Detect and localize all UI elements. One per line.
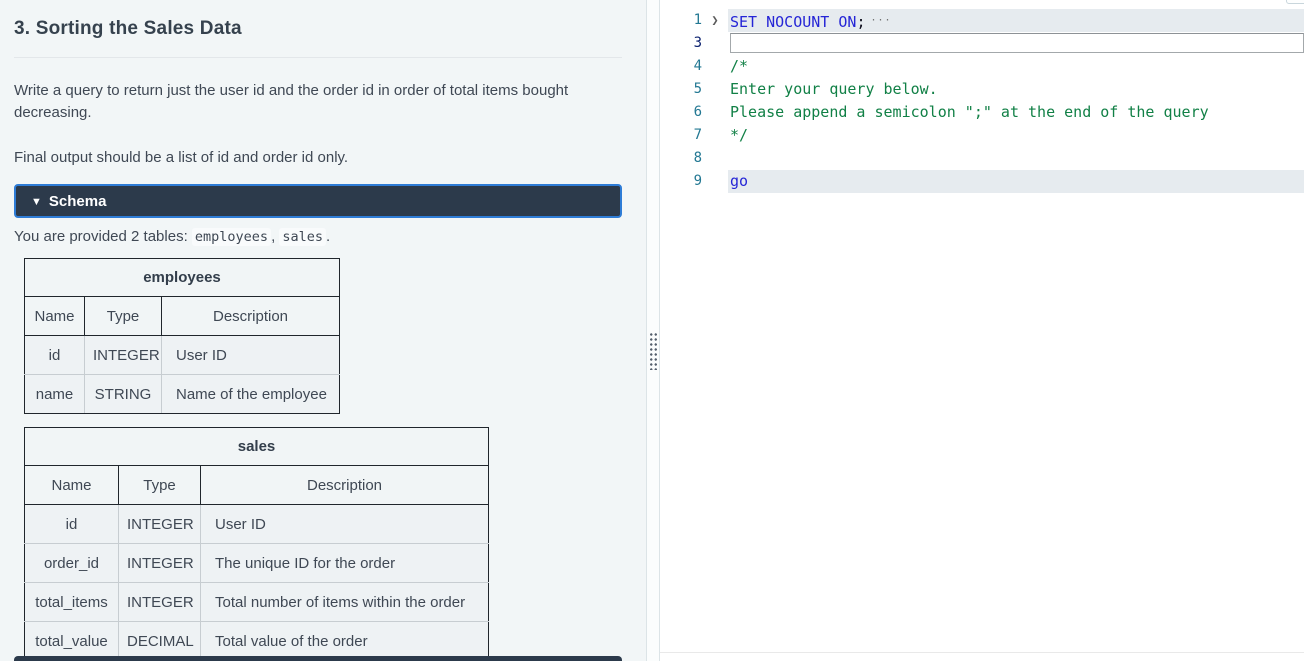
editor-line-4: 4 /*	[660, 55, 1304, 78]
tables-intro-text: You are provided 2 tables:	[14, 228, 192, 245]
line-number: 8	[693, 150, 702, 166]
column-header: Name	[24, 465, 119, 505]
table-caption: sales	[23, 427, 490, 466]
column-header: Type	[118, 465, 201, 505]
sales-schema-table: sales Name Type Description id INTEGER U…	[23, 427, 490, 661]
column-header: Description	[199, 465, 490, 505]
editor-inline-input[interactable]	[730, 33, 1304, 53]
title-divider	[14, 57, 622, 58]
line-number: 3	[693, 35, 702, 51]
line-number: 7	[693, 127, 702, 143]
table-row: order_id INTEGER The unique ID for the o…	[24, 543, 490, 583]
column-header: Description	[161, 296, 340, 336]
table-row: id INTEGER User ID	[24, 335, 340, 375]
editor-line-6: 6 Please append a semicolon ";" at the e…	[660, 101, 1304, 124]
editor-line-7: 7 */	[660, 124, 1304, 147]
line-number: 1	[693, 12, 702, 28]
triangle-down-icon: ▼	[31, 195, 42, 208]
problem-description: Write a query to return just the user id…	[14, 82, 569, 121]
editor-widget-sliver	[1286, 0, 1304, 4]
code-text: /*	[730, 57, 749, 75]
code-text: Please append a semicolon ";" at the end…	[730, 103, 1209, 121]
sql-code-editor[interactable]: 1 ❯ SET NOCOUNT ON;··· 3 4 /* 5 Enter your…	[660, 0, 1304, 653]
page-title: 3. Sorting the Sales Data	[14, 18, 242, 39]
panel-resize-divider[interactable]	[646, 0, 660, 661]
editor-line-3: 3	[660, 32, 1304, 55]
line-number: 6	[693, 104, 702, 120]
table-row: total_value DECIMAL Total value of the o…	[24, 621, 490, 661]
table-name-sales: sales	[279, 228, 327, 246]
table-row: id INTEGER User ID	[24, 504, 490, 544]
folded-code-ellipsis[interactable]: ···	[870, 15, 892, 26]
schema-section-toggle[interactable]: ▼ Schema	[14, 184, 622, 218]
editor-line-1: 1 ❯ SET NOCOUNT ON;···	[660, 9, 1304, 32]
table-name-employees: employees	[191, 228, 272, 246]
resize-grip-icon[interactable]	[649, 332, 658, 370]
line-number: 4	[693, 58, 702, 74]
code-text: */	[730, 126, 749, 144]
employees-schema-table: employees Name Type Description id INTEG…	[24, 258, 340, 414]
line-number: 5	[693, 81, 702, 97]
table-row: name STRING Name of the employee	[24, 374, 340, 414]
code-text: Enter your query below.	[730, 80, 938, 98]
column-header: Name	[24, 296, 85, 336]
line-number: 9	[693, 173, 702, 189]
code-text: SET NOCOUNT ON;···	[728, 9, 1304, 32]
editor-line-9: 9 go	[660, 170, 1304, 193]
next-collapsed-section-header[interactable]	[14, 656, 622, 661]
table-caption: employees	[24, 258, 340, 297]
column-header: Type	[84, 296, 162, 336]
tables-intro: You are provided 2 tables: employees, sa…	[14, 228, 331, 246]
fold-chevron-icon[interactable]: ❯	[711, 13, 719, 27]
editor-line-5: 5 Enter your query below.	[660, 78, 1304, 101]
table-row: total_items INTEGER Total number of item…	[24, 582, 490, 622]
problem-panel: 3. Sorting the Sales Data Write a query …	[0, 0, 646, 661]
problem-output-note: Final output should be a list of id and …	[14, 149, 349, 166]
editor-line-8: 8	[660, 147, 1304, 170]
schema-section-label: Schema	[48, 192, 107, 210]
code-text: go	[728, 170, 1304, 193]
